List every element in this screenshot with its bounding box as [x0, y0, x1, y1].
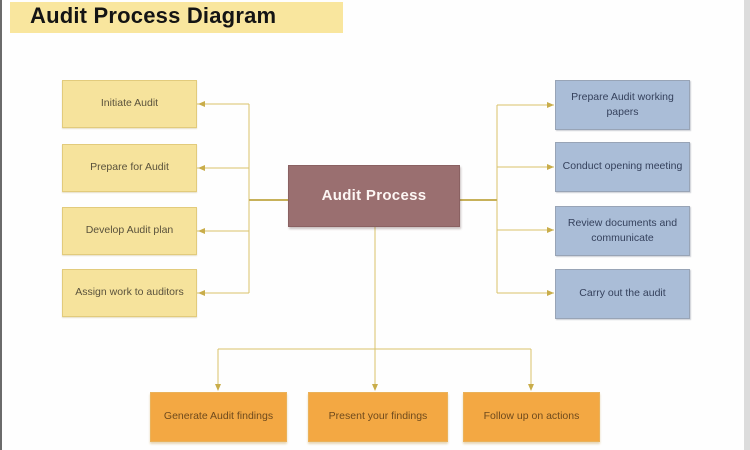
node-initiate-audit: Initiate Audit [62, 80, 197, 128]
page-right-edge-strip [744, 0, 750, 450]
page-title: Audit Process Diagram [30, 3, 277, 28]
node-assign-work-to-auditors: Assign work to auditors [62, 269, 197, 317]
node-prepare-for-audit: Prepare for Audit [62, 144, 197, 192]
node-follow-up-on-actions: Follow up on actions [463, 392, 600, 442]
node-audit-process: Audit Process [288, 165, 460, 227]
node-conduct-opening-meeting: Conduct opening meeting [555, 142, 690, 192]
node-develop-audit-plan: Develop Audit plan [62, 207, 197, 255]
node-carry-out-the-audit: Carry out the audit [555, 269, 690, 319]
page-left-edge-line [0, 0, 2, 450]
node-review-documents-and-communicate: Review documents and communicate [555, 206, 690, 256]
node-generate-audit-findings: Generate Audit findings [150, 392, 287, 442]
node-present-your-findings: Present your findings [308, 392, 448, 442]
node-prepare-audit-working-papers: Prepare Audit working papers [555, 80, 690, 130]
title-highlight [10, 2, 343, 33]
